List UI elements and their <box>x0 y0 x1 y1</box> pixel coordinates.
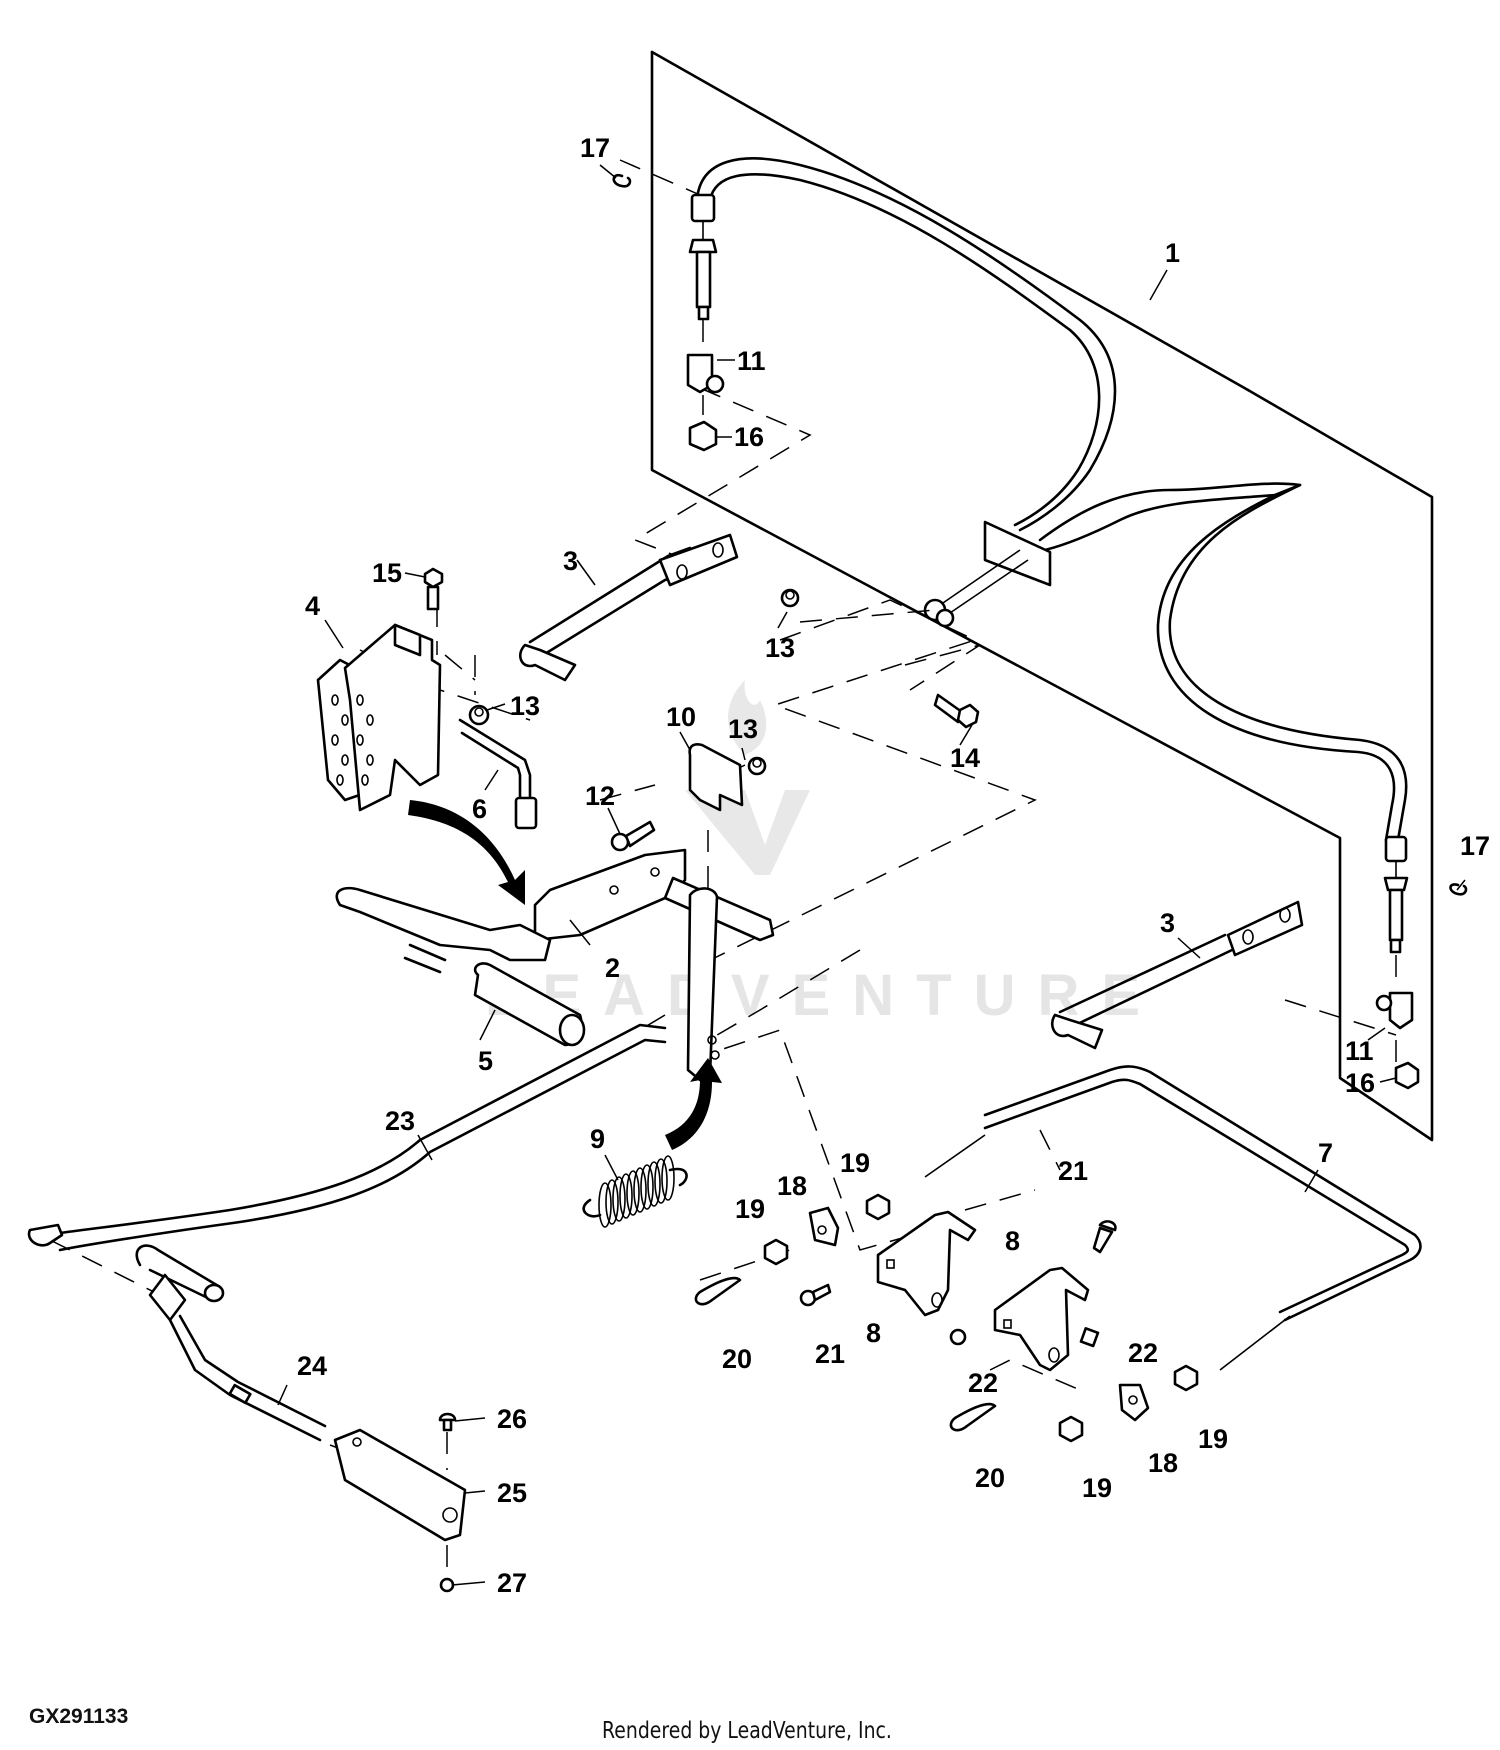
callouts: 1 17 11 16 3 15 4 13 13 14 10 13 12 6 2 … <box>297 133 1490 1598</box>
callout-leaders <box>277 164 1466 1586</box>
callout-20: 20 <box>975 1463 1005 1493</box>
part-4-pedal-pad <box>316 623 442 812</box>
watermark-text: LEADVENTURE <box>485 963 1162 1028</box>
part-20-pin-a <box>694 1276 742 1306</box>
callout-12: 12 <box>585 781 615 811</box>
part-5-grip <box>473 962 586 1047</box>
part-14-bolt <box>933 693 980 729</box>
callout-26: 26 <box>497 1404 527 1434</box>
assembly-guide-lines <box>49 159 1397 1580</box>
callout-10: 10 <box>666 702 696 732</box>
part-20-pin-b <box>949 1402 997 1432</box>
part-16-nut-upper <box>688 420 718 452</box>
part-6-pin <box>458 718 538 830</box>
callout-18: 18 <box>777 1171 807 1201</box>
callout-16: 16 <box>734 422 764 452</box>
assembly-arrow-icon <box>665 1058 722 1150</box>
part-25-bracket <box>333 1428 467 1542</box>
callout-20: 20 <box>722 1344 752 1374</box>
part-26-rivet <box>438 1412 457 1432</box>
callout-5: 5 <box>478 1046 493 1076</box>
callout-11: 11 <box>737 346 766 376</box>
callout-13: 13 <box>510 691 540 721</box>
part-3-rod-lower <box>1050 900 1304 1050</box>
callout-14: 14 <box>950 743 980 773</box>
part-18-trunnion-a <box>808 1206 840 1247</box>
callout-13: 13 <box>728 714 758 744</box>
callout-22: 22 <box>1128 1338 1158 1368</box>
callout-3: 3 <box>563 546 578 576</box>
part-7-rod <box>924 1065 1422 1371</box>
callout-1: 1 <box>1165 238 1180 268</box>
callout-19: 19 <box>1082 1473 1112 1503</box>
callout-17: 17 <box>1460 831 1490 861</box>
part-19-nut-a <box>763 1238 789 1266</box>
part-11-swivel-lower <box>1375 991 1414 1030</box>
part-8-bracket-b <box>993 1266 1090 1372</box>
mounting-panel-outline <box>650 50 1434 1142</box>
part-12-bolt <box>610 820 656 852</box>
part-17-clip-upper <box>612 173 632 188</box>
callout-2: 2 <box>605 953 620 983</box>
part-cable <box>688 157 1409 954</box>
part-19-nut-c <box>1173 1364 1199 1392</box>
panel-top-edge <box>650 50 1250 392</box>
callout-18: 18 <box>1148 1448 1178 1478</box>
watermark-v-logo-icon <box>685 790 810 875</box>
callout-11: 11 <box>1345 1036 1374 1066</box>
callout-17: 17 <box>580 133 610 163</box>
part-18-trunnion-b <box>1118 1383 1150 1422</box>
callout-22: 22 <box>968 1368 998 1398</box>
callout-19: 19 <box>1198 1424 1228 1454</box>
callout-27: 27 <box>497 1568 527 1598</box>
callout-13: 13 <box>765 633 795 663</box>
callout-3: 3 <box>1160 908 1175 938</box>
part-13-nut-c <box>747 756 767 776</box>
part-19-nut-b <box>865 1193 891 1221</box>
assembly-arrow-icon <box>408 800 525 905</box>
part-13-nut-a <box>468 704 490 726</box>
part-9-spring <box>582 1155 688 1228</box>
part-21-bolt-a <box>799 1283 832 1307</box>
callout-6: 6 <box>472 794 487 824</box>
part-2-pedal-arm <box>335 848 775 1082</box>
part-8-bracket-a <box>876 1210 977 1317</box>
callout-19: 19 <box>735 1194 765 1224</box>
part-21-bolt-b <box>1092 1220 1117 1254</box>
part-11-swivel-upper <box>686 353 725 394</box>
part-19-nut-d <box>1058 1415 1084 1443</box>
callout-23: 23 <box>385 1106 415 1136</box>
part-27-nut <box>439 1577 455 1593</box>
watermark: LEADVENTURE <box>485 680 1162 1028</box>
callout-21: 21 <box>815 1339 845 1369</box>
callout-19: 19 <box>840 1148 870 1178</box>
watermark-flame-icon <box>728 680 767 755</box>
part-23-rod <box>27 1023 667 1252</box>
render-credit: Rendered by LeadVenture, Inc. <box>602 1718 892 1744</box>
part-24-lever <box>135 1244 327 1442</box>
callout-9: 9 <box>590 1124 605 1154</box>
callout-8: 8 <box>1005 1226 1020 1256</box>
callout-21: 21 <box>1058 1156 1088 1186</box>
part-13-nut-b <box>780 588 800 608</box>
callout-7: 7 <box>1318 1138 1333 1168</box>
part-17-clip-lower <box>1449 883 1468 896</box>
part-3-rod-upper <box>519 533 739 682</box>
callout-15: 15 <box>372 558 402 588</box>
callout-8: 8 <box>866 1318 881 1348</box>
part-15-bolt <box>423 567 444 611</box>
part-22-nut-b <box>1079 1327 1100 1348</box>
callout-25: 25 <box>497 1478 527 1508</box>
callout-16: 16 <box>1345 1068 1375 1098</box>
part-16-nut-lower <box>1394 1061 1420 1090</box>
figure-id: GX291133 <box>29 1705 129 1728</box>
callout-24: 24 <box>297 1351 327 1381</box>
callout-4: 4 <box>305 591 320 621</box>
part-22-nut-a <box>949 1328 967 1346</box>
